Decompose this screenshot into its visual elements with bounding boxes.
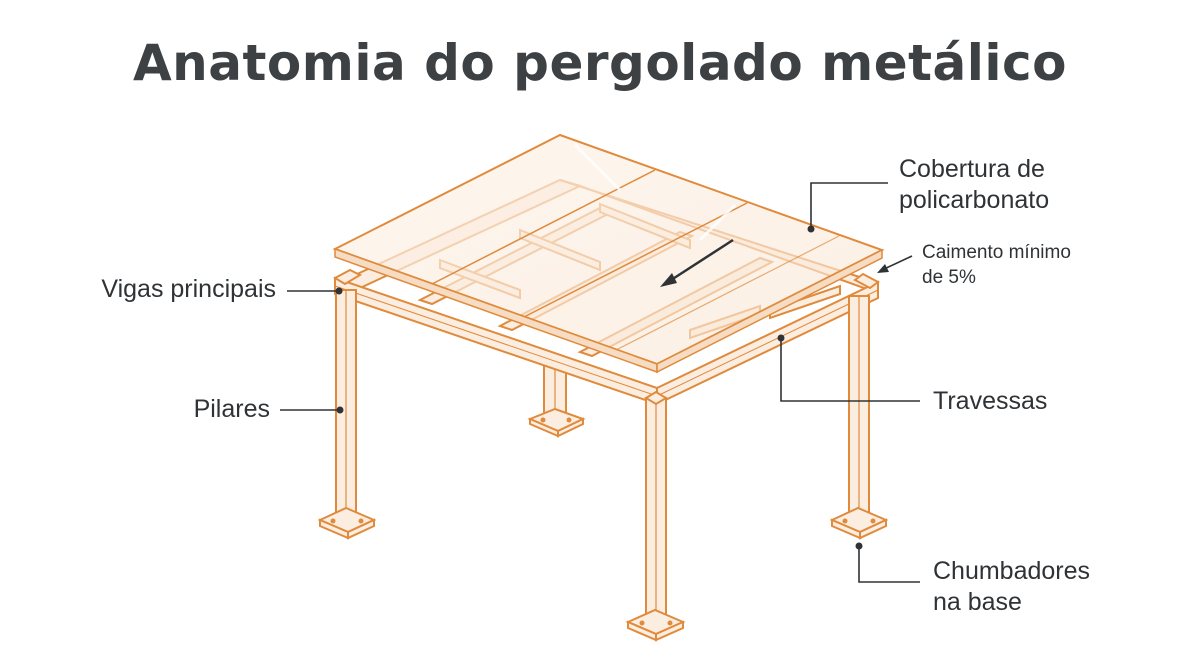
base-plate-front xyxy=(625,608,686,642)
label-cobertura: Cobertura de policarbonato xyxy=(899,154,1049,216)
label-chumbadores-line1: Chumbadores xyxy=(933,557,1091,585)
base-plate-right xyxy=(829,506,889,540)
label-chumbadores-line2: na base xyxy=(933,588,1022,616)
slope-arrow-icon xyxy=(660,238,734,287)
label-vigas: Vigas principais xyxy=(101,275,276,303)
leader-lines xyxy=(280,182,920,583)
label-caimento-line1: Caimento mínimo xyxy=(922,242,1071,263)
leader-cobertura xyxy=(810,182,888,229)
base-plate-left xyxy=(317,506,377,540)
label-pilares: Pilares xyxy=(193,395,270,423)
pillar-left xyxy=(335,289,357,519)
base-plate-back xyxy=(527,407,586,438)
pillar-front xyxy=(644,390,668,619)
label-caimento: Caimento mínimo de 5% xyxy=(922,240,1071,290)
label-cobertura-line2: policarbonato xyxy=(899,186,1050,214)
leader-caimento xyxy=(881,255,913,271)
page-title: Anatomia do pergolado metálico xyxy=(132,34,1068,92)
pillar-right xyxy=(848,295,870,519)
label-cobertura-line1: Cobertura de xyxy=(899,155,1045,183)
roof-polycarbonate xyxy=(332,133,885,374)
label-travessas: Travessas xyxy=(933,387,1048,415)
leader-travessas xyxy=(780,338,920,402)
leader-chumbadores xyxy=(858,546,920,583)
label-chumbadores: Chumbadores na base xyxy=(933,556,1090,618)
label-caimento-line2: de 5% xyxy=(922,267,976,288)
